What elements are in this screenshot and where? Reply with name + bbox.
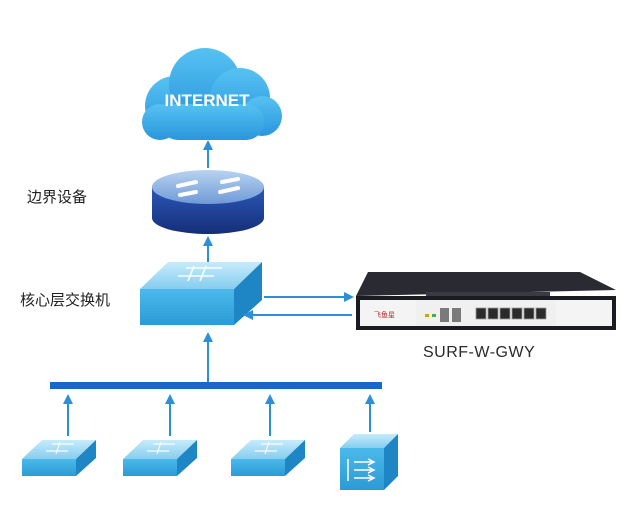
ethernet-port [487, 307, 499, 320]
ethernet-port [535, 307, 547, 320]
firewall-device [340, 434, 398, 490]
gateway-brand-label: 飞鱼星 [374, 310, 395, 319]
firewall-icon [340, 434, 398, 490]
switch-icon [140, 262, 262, 325]
edge-router [152, 170, 264, 234]
ethernet-port [511, 307, 523, 320]
access-switch [231, 440, 305, 476]
switch-icon [22, 440, 96, 476]
edge-device-label: 边界设备 [27, 188, 88, 206]
cloud-icon [142, 48, 282, 140]
switch-icon [231, 440, 305, 476]
router-icon [152, 170, 264, 234]
console-port [440, 308, 449, 322]
gateway-model-label: SURF-W-GWY [423, 344, 536, 361]
core-switch [140, 262, 262, 325]
network-bus [50, 382, 382, 389]
internet-cloud: INTERNET [142, 48, 282, 140]
switch-icon [123, 440, 197, 476]
ethernet-port [523, 307, 535, 320]
led-indicator [432, 314, 436, 317]
ethernet-port [475, 307, 487, 320]
console-port [452, 308, 461, 322]
led-indicator [425, 314, 429, 317]
access-switch [123, 440, 197, 476]
ethernet-port [499, 307, 511, 320]
gateway-appliance: 飞鱼星 [356, 272, 616, 330]
access-switch [22, 440, 96, 476]
core-switch-label: 核心层交换机 [20, 291, 111, 309]
internet-label: INTERNET [165, 91, 251, 110]
gateway-appliance-icon: 飞鱼星 [356, 272, 616, 330]
